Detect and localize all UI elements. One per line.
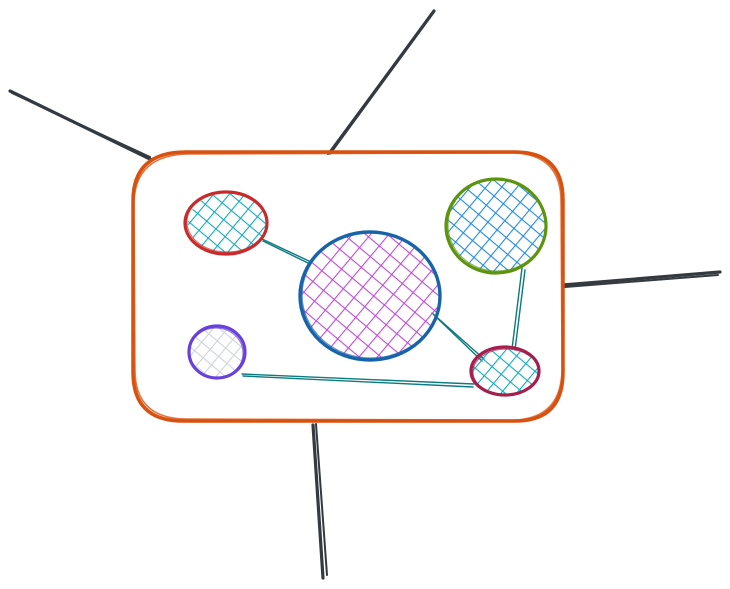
antenna-bottom bbox=[311, 423, 328, 580]
antenna-top bbox=[327, 9, 436, 155]
antenna-right bbox=[561, 270, 722, 288]
connectors bbox=[241, 238, 526, 388]
node-purple-gray bbox=[187, 324, 247, 380]
connector-green-to-crimson bbox=[511, 267, 526, 351]
node-blue-magenta bbox=[298, 230, 442, 362]
container-rect bbox=[131, 150, 565, 423]
connector-purple-to-crimson bbox=[241, 373, 475, 388]
node-red-cyan bbox=[183, 190, 269, 256]
node-green-blue bbox=[444, 177, 548, 275]
connector-red-to-center bbox=[261, 238, 312, 265]
antennas bbox=[8, 9, 722, 580]
node-crimson-cyan bbox=[469, 345, 541, 397]
antenna-left bbox=[8, 89, 154, 162]
connector-center-to-crimson bbox=[431, 312, 485, 362]
